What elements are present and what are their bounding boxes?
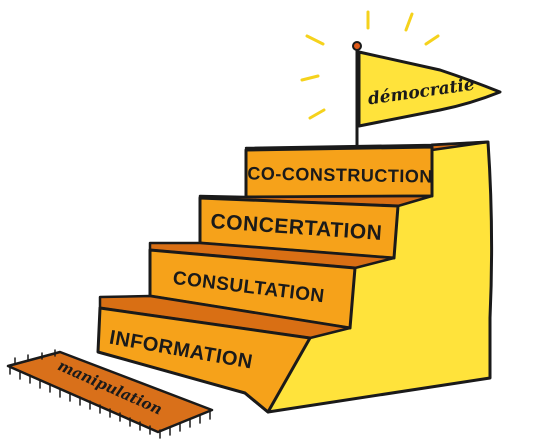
ray: [300, 74, 320, 82]
flag-pennant: [357, 50, 502, 128]
mat-fringe: [9, 349, 211, 439]
ray: [308, 108, 326, 120]
flag-pole-finial: [352, 41, 362, 51]
ray: [424, 34, 440, 46]
democracy-flag: démocratie: [352, 41, 502, 146]
step-front-face: [96, 306, 312, 414]
step-label-co-construction: CO-CONSTRUCTION: [247, 163, 433, 186]
step-top-face: [98, 294, 352, 340]
sun-rays: [300, 10, 440, 120]
ray: [305, 34, 325, 46]
ray: [404, 12, 414, 32]
step-3: CONCERTATION: [198, 194, 434, 260]
step-4: CO-CONSTRUCTION: [244, 140, 490, 199]
